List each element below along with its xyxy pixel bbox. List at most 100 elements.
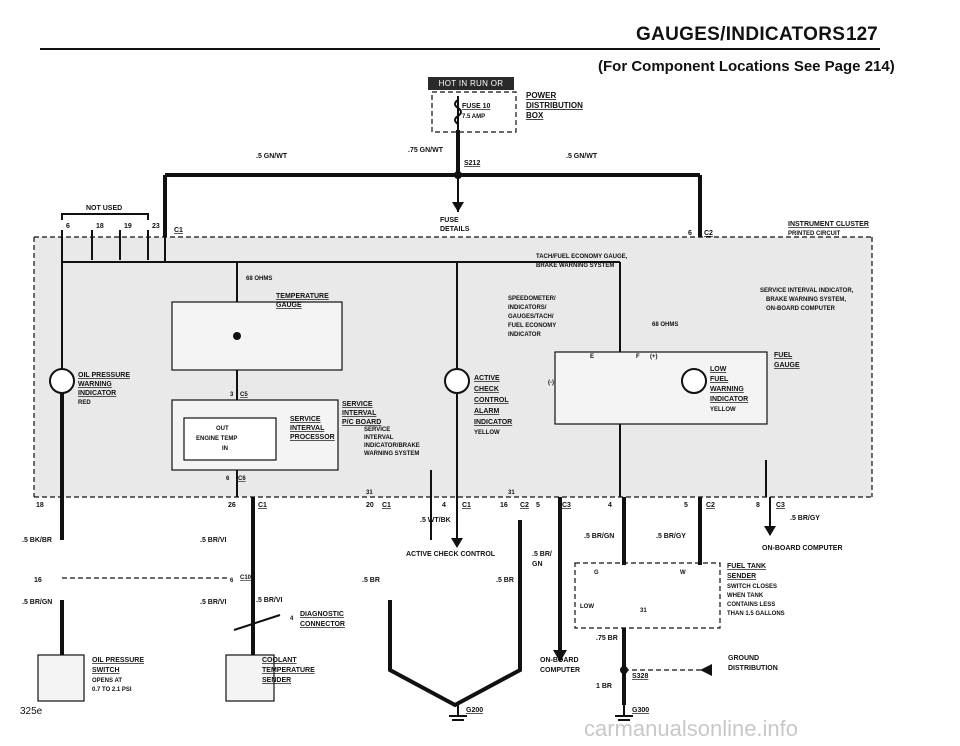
pin-c1-6: 6 (66, 223, 70, 230)
wire-075-br: .75 BR (596, 635, 618, 642)
pin-c1-18: 18 (96, 223, 104, 230)
pin-c1-19: 19 (124, 223, 132, 230)
connector-c3-b: C3 (776, 502, 785, 509)
pin-26: 26 (228, 502, 236, 509)
wire-br-gy-b: .5 BR/GY (790, 515, 820, 522)
connector-c1-b: C1 (382, 502, 391, 509)
fuel-tank-6: THAN 1.5 GALLONS (727, 611, 785, 617)
pin-16: 16 (500, 502, 508, 509)
fuel-tank-3: SWITCH CLOSES (727, 584, 777, 590)
active-check-color: YELLOW (474, 430, 500, 436)
gauge-e: E (590, 354, 594, 360)
power-dist-label-3: BOX (526, 111, 544, 120)
active-check-1: ACTIVE (474, 375, 500, 382)
oil-switch-4: 0.7 TO 2.1 PSI (92, 687, 132, 693)
speedo-4: FUEL ECONOMY (508, 323, 556, 329)
service-pcb-3: P/C BOARD (342, 419, 381, 426)
wire-br-gn-left: .5 BR/GN (22, 599, 52, 606)
fuse-label: FUSE 10 (462, 103, 491, 110)
diagnostic-1: DIAGNOSTIC (300, 611, 344, 618)
pin-4: 4 (442, 502, 446, 509)
fuel-gauge-box (554, 351, 768, 425)
wire-br-b: .5 BR (496, 577, 514, 584)
connector-c2-a: C2 (520, 502, 529, 509)
oil-pressure-switch (37, 654, 85, 702)
oil-warning-lamp (49, 368, 75, 394)
fuel-gauge-1: FUEL (774, 352, 793, 359)
pin-6-c6: 6 (226, 476, 230, 482)
connector-c2-b: C2 (706, 502, 715, 509)
wire-br-gn2: .5 BR/ (532, 551, 552, 558)
hot-in-run-badge: HOT IN RUN OR START (428, 77, 514, 101)
splice-s212-label: S212 (464, 160, 480, 167)
connector-c101: C101 (240, 575, 255, 581)
low-fuel-lamp (681, 368, 707, 394)
fuel-tank-2: SENDER (727, 573, 756, 580)
not-used-label: NOT USED (86, 205, 122, 212)
ohms-b: 68 OHMS (652, 322, 678, 328)
wire-wt-bk: .5 WT/BK (420, 517, 451, 524)
service-top-3: ON-BOARD COMPUTER (766, 306, 836, 312)
service-proc-2: INTERVAL (290, 425, 325, 432)
connector-c1-a: C1 (258, 502, 267, 509)
ground-dist-1: GROUND (728, 655, 759, 662)
connector-c1-c: C1 (462, 502, 471, 509)
low-fuel-3: WARNING (710, 386, 744, 393)
low-fuel-2: FUEL (710, 376, 729, 383)
wire-br-gy-a: .5 BR/GY (656, 533, 686, 540)
pin-5-c2: 5 (684, 502, 688, 509)
wire-gn-wt-left: .5 GN/WT (256, 153, 288, 160)
oil-switch-1: OIL PRESSURE (92, 657, 144, 664)
oil-switch-3: OPENS AT (92, 678, 122, 684)
fuel-gauge-2: GAUGE (774, 362, 800, 369)
ground-path-g200 (388, 520, 522, 708)
figure-code: 325e (20, 706, 43, 717)
oil-light-color: RED (78, 400, 91, 406)
pin-6-b: 6 (230, 578, 234, 584)
pin-3: 3 (230, 392, 234, 398)
service-top-2: BRAKE WARNING SYSTEM, (766, 297, 846, 303)
wire-gn: GN (532, 561, 543, 568)
on-board-bottom-1: ON-BOARD (540, 657, 579, 664)
ground-g300: G300 (632, 707, 649, 714)
service-int-4: WARNING SYSTEM (364, 451, 419, 457)
speedo-1: SPEEDOMETER/ (508, 296, 556, 302)
active-check-control: ACTIVE CHECK CONTROL (406, 551, 496, 558)
coolant-temp-sender (225, 654, 275, 702)
fuel-tank-4: WHEN TANK (727, 593, 764, 599)
wire-br-a: .5 BR (362, 577, 380, 584)
header-rule (40, 48, 880, 50)
service-proc-1: SERVICE (290, 416, 321, 423)
fuse-rating: 7.5 AMP (462, 114, 485, 120)
service-int-2: INTERVAL (364, 435, 394, 441)
speedo-5: INDICATOR (508, 332, 541, 338)
oil-light-2: WARNING (78, 381, 112, 388)
pin-g: G (594, 570, 599, 576)
diagnostic-2: CONNECTOR (300, 621, 345, 628)
service-int-3: INDICATOR/BRAKE (364, 443, 420, 449)
on-board-right: ON-BOARD COMPUTER (762, 545, 843, 552)
component-locations-note: (For Component Locations See Page 214) (598, 58, 895, 75)
wire-br-vi-c: .5 BR/VI (256, 597, 283, 604)
active-check-5: INDICATOR (474, 419, 512, 426)
connector-c2-top: C2 (704, 230, 713, 237)
temp-gauge-2: GAUGE (276, 302, 302, 309)
ground-dist-2: DISTRIBUTION (728, 665, 778, 672)
low-label: LOW (580, 604, 594, 610)
oil-light-3: INDICATOR (78, 390, 116, 397)
fuse-symbol (454, 99, 462, 125)
temp-gauge-1: TEMPERATURE (276, 293, 329, 300)
low-fuel-4: INDICATOR (710, 396, 748, 403)
cluster-label-2: PRINTED CIRCUIT (788, 231, 841, 237)
oil-light-1: OIL PRESSURE (78, 372, 130, 379)
gauge-plus: (+) (650, 354, 658, 360)
wire-br-gn-right: .5 BR/GN (584, 533, 614, 540)
pin-20: 20 (366, 502, 374, 509)
temperature-gauge-box (171, 301, 343, 371)
watermark: carmanualsonline.info (584, 716, 799, 741)
coolant-3: SENDER (262, 677, 291, 684)
wire-1-br: 1 BR (596, 683, 612, 690)
service-proc-3: PROCESSOR (290, 434, 335, 441)
low-fuel-1: LOW (710, 366, 727, 373)
